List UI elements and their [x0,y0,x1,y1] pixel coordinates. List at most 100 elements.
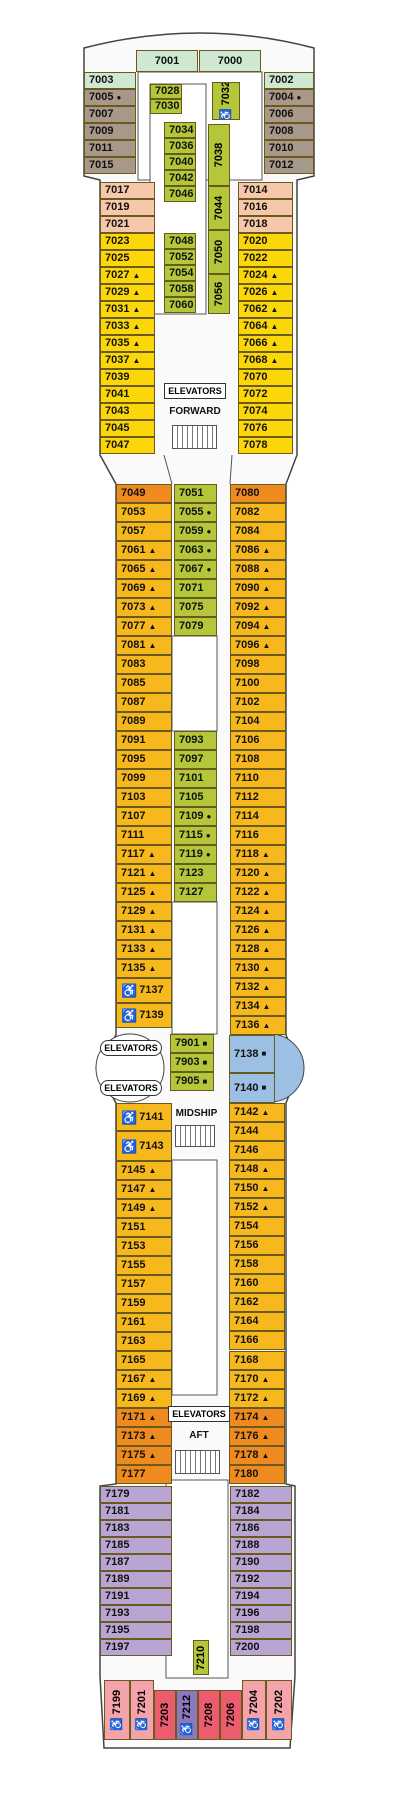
cabin-7009[interactable]: 7009 [84,123,136,140]
cabin-7060[interactable]: 7060 [164,297,196,313]
cabin-7161[interactable]: 7161 [116,1313,172,1332]
cabin-7036[interactable]: 7036 [164,138,196,154]
cabin-7088[interactable]: 7088▲ [230,560,286,579]
cabin-7182[interactable]: 7182 [230,1486,292,1503]
cabin-7076[interactable]: 7076 [238,420,293,437]
cabin-7099[interactable]: 7099 [116,769,172,788]
cabin-7124[interactable]: 7124▲ [230,902,286,921]
cabin-7168[interactable]: 7168 [229,1351,285,1370]
cabin-7026[interactable]: 7026▲ [238,284,293,301]
cabin-7085[interactable]: 7085 [116,674,172,693]
cabin-7046[interactable]: 7046 [164,186,196,202]
cabin-7034[interactable]: 7034 [164,122,196,138]
cabin-7195[interactable]: 7195 [100,1622,172,1639]
cabin-7905[interactable]: 7905■ [170,1072,214,1091]
cabin-7149[interactable]: 7149▲ [116,1199,172,1218]
cabin-7015[interactable]: 7015 [84,157,136,174]
cabin-7014[interactable]: 7014 [238,182,293,199]
cabin-7118[interactable]: 7118▲ [230,845,286,864]
cabin-7035[interactable]: 7035▲ [100,335,155,352]
cabin-7133[interactable]: 7133▲ [116,940,172,959]
cabin-7064[interactable]: 7064▲ [238,318,293,335]
cabin-7031[interactable]: 7031▲ [100,301,155,318]
cabin-7137[interactable]: ♿7137 [116,978,172,1003]
cabin-7146[interactable]: 7146 [229,1141,285,1160]
cabin-7117[interactable]: 7117▲ [116,845,172,864]
cabin-7199[interactable]: ♿ 7199 [104,1680,130,1740]
cabin-7134[interactable]: 7134▲ [230,997,286,1016]
cabin-7160[interactable]: 7160 [229,1274,285,1293]
cabin-7135[interactable]: 7135▲ [116,959,172,978]
cabin-7042[interactable]: 7042 [164,170,196,186]
cabin-7158[interactable]: 7158 [229,1255,285,1274]
cabin-7128[interactable]: 7128▲ [230,940,286,959]
cabin-7142[interactable]: 7142▲ [229,1103,285,1122]
cabin-7210[interactable]: 7210 [193,1640,209,1675]
cabin-7051[interactable]: 7051 [174,484,217,503]
cabin-7138[interactable]: 7138■ [229,1035,275,1073]
cabin-7115[interactable]: 7115● [174,826,217,845]
cabin-7126[interactable]: 7126▲ [230,921,286,940]
cabin-7052[interactable]: 7052 [164,249,196,265]
cabin-7165[interactable]: 7165 [116,1351,172,1370]
cabin-7186[interactable]: 7186 [230,1520,292,1537]
cabin-7075[interactable]: 7075 [174,598,217,617]
cabin-7180[interactable]: 7180 [229,1465,285,1484]
cabin-7010[interactable]: 7010 [264,140,314,157]
cabin-7129[interactable]: 7129▲ [116,902,172,921]
cabin-7012[interactable]: 7012 [264,157,314,174]
cabin-7084[interactable]: 7084 [230,522,286,541]
cabin-7056[interactable]: 7056 [208,274,230,314]
cabin-7156[interactable]: 7156 [229,1236,285,1255]
cabin-7172[interactable]: 7172▲ [229,1389,285,1408]
cabin-7184[interactable]: 7184 [230,1503,292,1520]
cabin-7073[interactable]: 7073▲ [116,598,172,617]
cabin-7033[interactable]: 7033▲ [100,318,155,335]
cabin-7140[interactable]: 7140■ [229,1073,275,1103]
cabin-7145[interactable]: 7145▲ [116,1161,172,1180]
cabin-7089[interactable]: 7089 [116,712,172,731]
cabin-7070[interactable]: 7070 [238,369,293,386]
cabin-7019[interactable]: 7019 [100,199,155,216]
cabin-7104[interactable]: 7104 [230,712,286,731]
cabin-7011[interactable]: 7011 [84,140,136,157]
cabin-7006[interactable]: 7006 [264,106,314,123]
cabin-7090[interactable]: 7090▲ [230,579,286,598]
cabin-7193[interactable]: 7193 [100,1605,172,1622]
cabin-7058[interactable]: 7058 [164,281,196,297]
cabin-7002[interactable]: 7002 [264,72,314,89]
cabin-7203[interactable]: 7203 [154,1690,176,1740]
cabin-7200[interactable]: 7200 [230,1639,292,1656]
cabin-7116[interactable]: 7116 [230,826,286,845]
cabin-7159[interactable]: 7159 [116,1294,172,1313]
cabin-7041[interactable]: 7041 [100,386,155,403]
cabin-7148[interactable]: 7148▲ [229,1160,285,1179]
cabin-7071[interactable]: 7071 [174,579,217,598]
cabin-7098[interactable]: 7098 [230,655,286,674]
cabin-7119[interactable]: 7119● [174,845,217,864]
cabin-7074[interactable]: 7074 [238,403,293,420]
cabin-7120[interactable]: 7120▲ [230,864,286,883]
cabin-7038[interactable]: 7038 [208,124,230,186]
cabin-7079[interactable]: 7079 [174,617,217,636]
cabin-7201[interactable]: ♿ 7201 [130,1680,154,1740]
cabin-7102[interactable]: 7102 [230,693,286,712]
cabin-7027[interactable]: 7027▲ [100,267,155,284]
cabin-7077[interactable]: 7077▲ [116,617,172,636]
cabin-7114[interactable]: 7114 [230,807,286,826]
cabin-7057[interactable]: 7057 [116,522,172,541]
cabin-7081[interactable]: 7081▲ [116,636,172,655]
cabin-7197[interactable]: 7197 [100,1639,172,1656]
cabin-7078[interactable]: 7078 [238,437,293,454]
cabin-7108[interactable]: 7108 [230,750,286,769]
cabin-7018[interactable]: 7018 [238,216,293,233]
cabin-7143[interactable]: ♿7143 [116,1131,172,1161]
cabin-7017[interactable]: 7017 [100,182,155,199]
cabin-7166[interactable]: 7166 [229,1331,285,1350]
cabin-7083[interactable]: 7083 [116,655,172,674]
cabin-7202[interactable]: ♿ 7202 [266,1680,292,1740]
cabin-7190[interactable]: 7190 [230,1554,292,1571]
cabin-7080[interactable]: 7080 [230,484,286,503]
cabin-7131[interactable]: 7131▲ [116,921,172,940]
cabin-7111[interactable]: 7111 [116,826,172,845]
